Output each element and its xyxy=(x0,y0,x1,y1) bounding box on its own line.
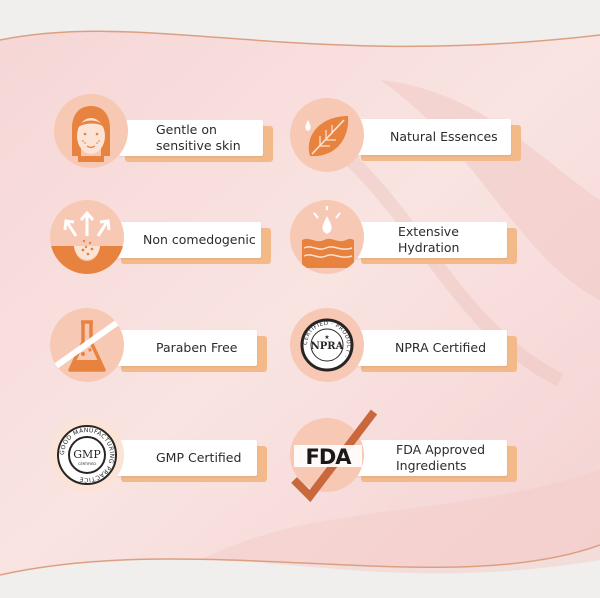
feature-label: NPRA Certified xyxy=(355,330,507,366)
flask-crossed-icon xyxy=(50,308,124,382)
pore-arrows-icon xyxy=(50,200,124,274)
skin-droplet-icon xyxy=(290,200,364,274)
svg-text:★: ★ xyxy=(324,334,329,341)
feature-label: Extensive Hydration xyxy=(355,222,507,258)
feature-label: FDA Approved Ingredients xyxy=(355,440,507,476)
feature-hydration: Extensive Hydration xyxy=(290,200,550,276)
svg-text:GMP: GMP xyxy=(73,448,101,461)
feature-paraben: Paraben Free xyxy=(50,308,310,384)
feature-npra: CERTIFIED · PRODUCT · NPRA ★ NPRA Certif… xyxy=(290,308,550,384)
gmp-seal-icon: GOOD MANUFACTURING PRACTICE GMP CERTIFIE… xyxy=(50,418,124,492)
feature-gentle: Gentle on sensitive skin xyxy=(54,94,314,170)
svg-text:FDA: FDA xyxy=(305,445,352,469)
feature-label: Paraben Free xyxy=(115,330,257,366)
svg-text:CERTIFIED: CERTIFIED xyxy=(78,462,96,466)
npra-seal-icon: CERTIFIED · PRODUCT · NPRA ★ xyxy=(290,308,364,382)
feature-natural: Natural Essences xyxy=(290,98,550,174)
feature-label: Non comedogenic xyxy=(115,222,261,258)
feature-label: GMP Certified xyxy=(115,440,257,476)
feature-label: Natural Essences xyxy=(355,119,511,155)
leaf-drop-icon xyxy=(290,98,364,172)
feature-gmp: GOOD MANUFACTURING PRACTICE GMP CERTIFIE… xyxy=(50,418,310,494)
feature-noncomedogenic: Non comedogenic xyxy=(50,200,310,276)
face-icon xyxy=(54,94,128,168)
fda-check-icon: FDA xyxy=(290,409,378,503)
svg-text:NPRA: NPRA xyxy=(311,341,344,352)
feature-fda: FDA FDA Approved Ingredients xyxy=(290,409,550,503)
feature-label: Gentle on sensitive skin xyxy=(119,120,263,156)
